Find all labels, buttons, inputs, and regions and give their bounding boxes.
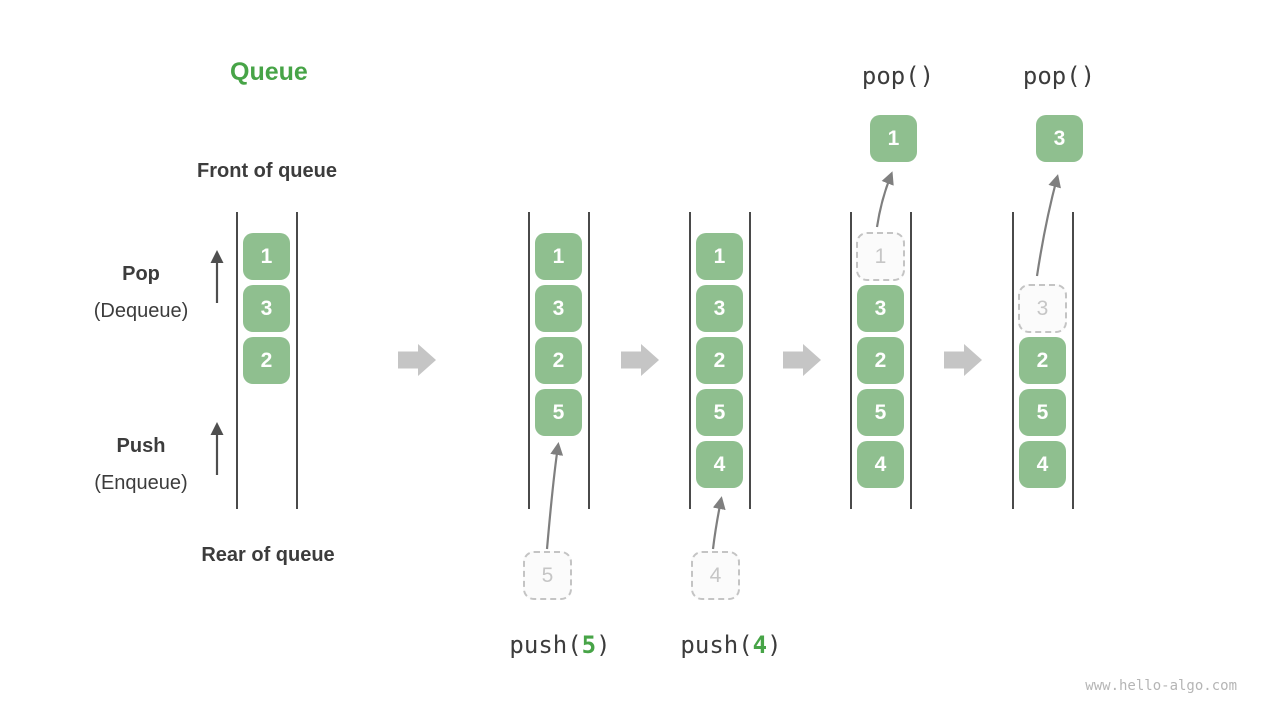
queue-item: 1	[696, 233, 743, 280]
queue-item: 3	[243, 285, 290, 332]
staged-item-4: 4	[691, 551, 740, 600]
state-transition-arrow-icon	[398, 344, 436, 376]
queue-item: 5	[535, 389, 582, 436]
queue-item: 3	[535, 285, 582, 332]
queue-wall-right	[1072, 212, 1074, 509]
queue-item: 5	[1019, 389, 1066, 436]
queue-item: 3	[857, 285, 904, 332]
queue-state-2: 1 3 2 5	[528, 212, 590, 509]
queue-wall-left	[689, 212, 691, 509]
dequeue-label: (Dequeue)	[93, 300, 189, 322]
queue-wall-right	[296, 212, 298, 509]
state-transition-arrow-icon	[783, 344, 821, 376]
push-call-label-5: push(5)	[509, 631, 611, 659]
queue-wall-left	[1012, 212, 1014, 509]
queue-item: 4	[857, 441, 904, 488]
queue-item-ghost: 3	[1018, 284, 1067, 333]
queue-item: 2	[696, 337, 743, 384]
popped-item-1: 1	[870, 115, 917, 162]
state-transition-arrow-icon	[944, 344, 982, 376]
pop-call-label-1: pop()	[861, 62, 935, 90]
queue-wall-left	[236, 212, 238, 509]
push-call-label-4: push(4)	[680, 631, 782, 659]
queue-item: 1	[535, 233, 582, 280]
queue-item: 2	[535, 337, 582, 384]
queue-wall-left	[528, 212, 530, 509]
rear-of-queue-label: Rear of queue	[201, 544, 335, 566]
queue-item: 2	[1019, 337, 1066, 384]
watermark: www.hello-algo.com	[1085, 678, 1237, 694]
state-transition-arrow-icon	[621, 344, 659, 376]
queue-wall-right	[588, 212, 590, 509]
queue-item: 3	[696, 285, 743, 332]
queue-state-3: 1 3 2 5 4	[689, 212, 751, 509]
queue-wall-right	[910, 212, 912, 509]
queue-wall-right	[749, 212, 751, 509]
queue-item: 4	[1019, 441, 1066, 488]
queue-wall-left	[850, 212, 852, 509]
queue-item-ghost: 1	[856, 232, 905, 281]
popped-item-3: 3	[1036, 115, 1083, 162]
push-label: Push	[116, 435, 166, 457]
queue-item: 5	[696, 389, 743, 436]
queue-item: 2	[243, 337, 290, 384]
queue-item: 2	[857, 337, 904, 384]
pop-label: Pop	[122, 263, 160, 285]
queue-item: 5	[857, 389, 904, 436]
front-of-queue-label: Front of queue	[197, 160, 337, 182]
diagram-title: Queue	[230, 58, 308, 86]
queue-item: 1	[243, 233, 290, 280]
staged-item-5: 5	[523, 551, 572, 600]
queue-item: 4	[696, 441, 743, 488]
pop-call-label-2: pop()	[1022, 62, 1096, 90]
queue-state-1: 1 3 2	[236, 212, 298, 509]
enqueue-label: (Enqueue)	[94, 472, 188, 494]
